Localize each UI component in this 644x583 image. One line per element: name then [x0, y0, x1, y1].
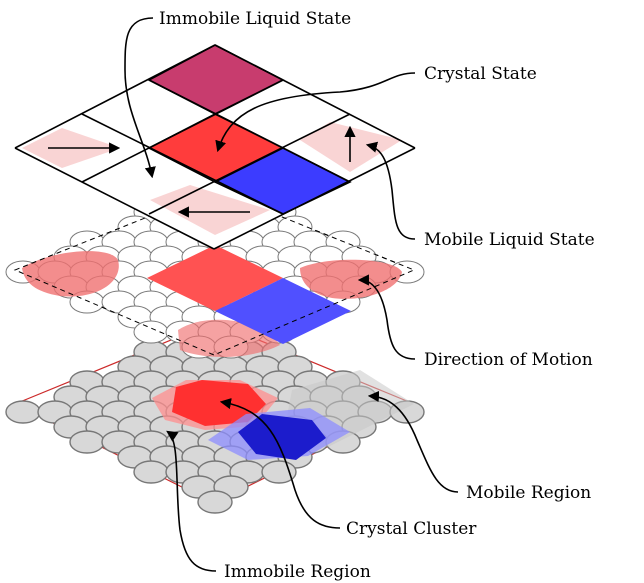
particle [261, 460, 297, 484]
label-immobile-region: Immobile Region [224, 562, 371, 582]
state-grid-lines [14, 44, 416, 250]
leader-crystal-cluster [219, 398, 341, 529]
crystal-cluster-blue [238, 414, 326, 460]
leader-lines [124, 17, 459, 572]
mobile-cell-right-fill [300, 122, 402, 172]
label-crystal-state: Crystal State [424, 64, 537, 84]
label-immobile-liquid-state: Immobile Liquid State [159, 9, 351, 29]
particle [5, 400, 41, 424]
label-mobile-region: Mobile Region [466, 483, 591, 503]
mobile-blob-left [22, 251, 119, 297]
particle [69, 430, 105, 454]
leader-crystal-state [215, 72, 416, 153]
leader-immobile-liquid-state [124, 17, 156, 179]
particle [197, 490, 233, 514]
region-map-layer [5, 310, 425, 514]
particle [133, 460, 169, 484]
label-direction-of-motion: Direction of Motion [424, 350, 593, 370]
state-lattice-layer [14, 44, 416, 250]
leader-immobile-region [166, 430, 217, 572]
label-mobile-liquid-state: Mobile Liquid State [424, 230, 595, 250]
leader-direction-of-motion [357, 274, 416, 360]
leader-mobile-liquid-state [365, 141, 416, 240]
crystal-particles-blue [215, 278, 351, 344]
mobile-cell-bottom-fill [150, 185, 270, 235]
particle [133, 320, 169, 344]
crystal-cluster-red [172, 380, 266, 426]
labels: Immobile Liquid State Crystal State Mobi… [159, 9, 595, 582]
leader-mobile-region [367, 390, 459, 493]
label-crystal-cluster: Crystal Cluster [346, 519, 477, 539]
